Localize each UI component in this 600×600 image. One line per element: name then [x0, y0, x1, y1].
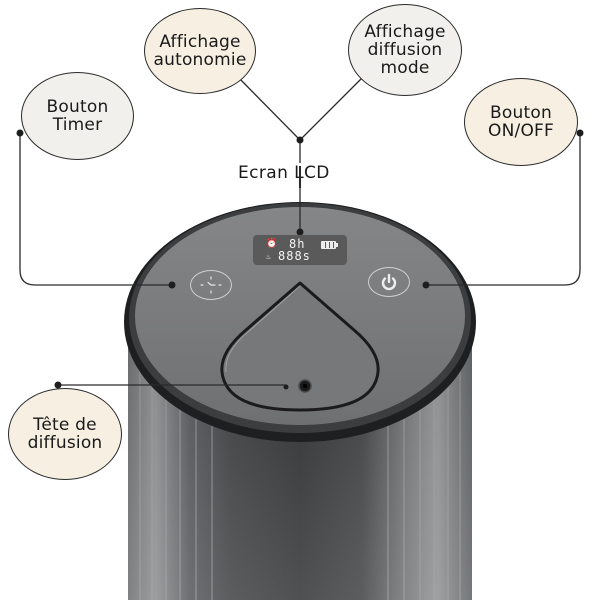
bubble-diffusion-head: Tête de diffusion	[8, 388, 122, 480]
clock-icon	[200, 276, 222, 294]
bubble-text-line: Affichage	[364, 22, 446, 42]
bubble-timer-button: Bouton Timer	[21, 72, 134, 160]
bubble-diffusion-mode-display: Affichage diffusion mode	[348, 4, 462, 96]
power-icon	[381, 273, 397, 291]
bubble-text-line: ON/OFF	[488, 121, 554, 141]
bubble-on-off-button: Bouton ON/OFF	[464, 78, 578, 166]
bubble-battery-display: Affichage autonomie	[144, 8, 256, 94]
bubble-text-line: mode	[380, 58, 430, 78]
mist-icon: ♨	[266, 252, 271, 261]
battery-icon	[321, 241, 338, 249]
lcd-seconds-value: 888s	[278, 249, 311, 263]
water-drop-outline	[220, 281, 380, 412]
bubble-text-line: Timer	[52, 115, 103, 135]
bubble-text-line: autonomie	[153, 50, 247, 70]
lcd-leader-overlay	[299, 166, 301, 188]
alarm-clock-icon: ⏰	[266, 239, 278, 249]
lcd-screen: ⏰ 8h ♨ 888s	[253, 235, 347, 265]
bubble-text-line: Bouton	[46, 97, 109, 117]
power-button[interactable]	[368, 267, 410, 297]
lcd-screen-label: Ecran LCD	[238, 163, 330, 183]
bubble-text-line: diffusion	[367, 40, 443, 60]
bubble-text-line: Affichage	[159, 32, 241, 52]
lcd-hours-value: 8h	[289, 237, 306, 251]
device-lid	[124, 202, 476, 442]
timer-button[interactable]	[190, 270, 232, 300]
bubble-text-line: Bouton	[490, 103, 552, 123]
bubble-text-line: Tête de	[33, 415, 97, 435]
leader-lines	[19, 75, 581, 386]
bubble-text-line: diffusion	[27, 433, 103, 453]
